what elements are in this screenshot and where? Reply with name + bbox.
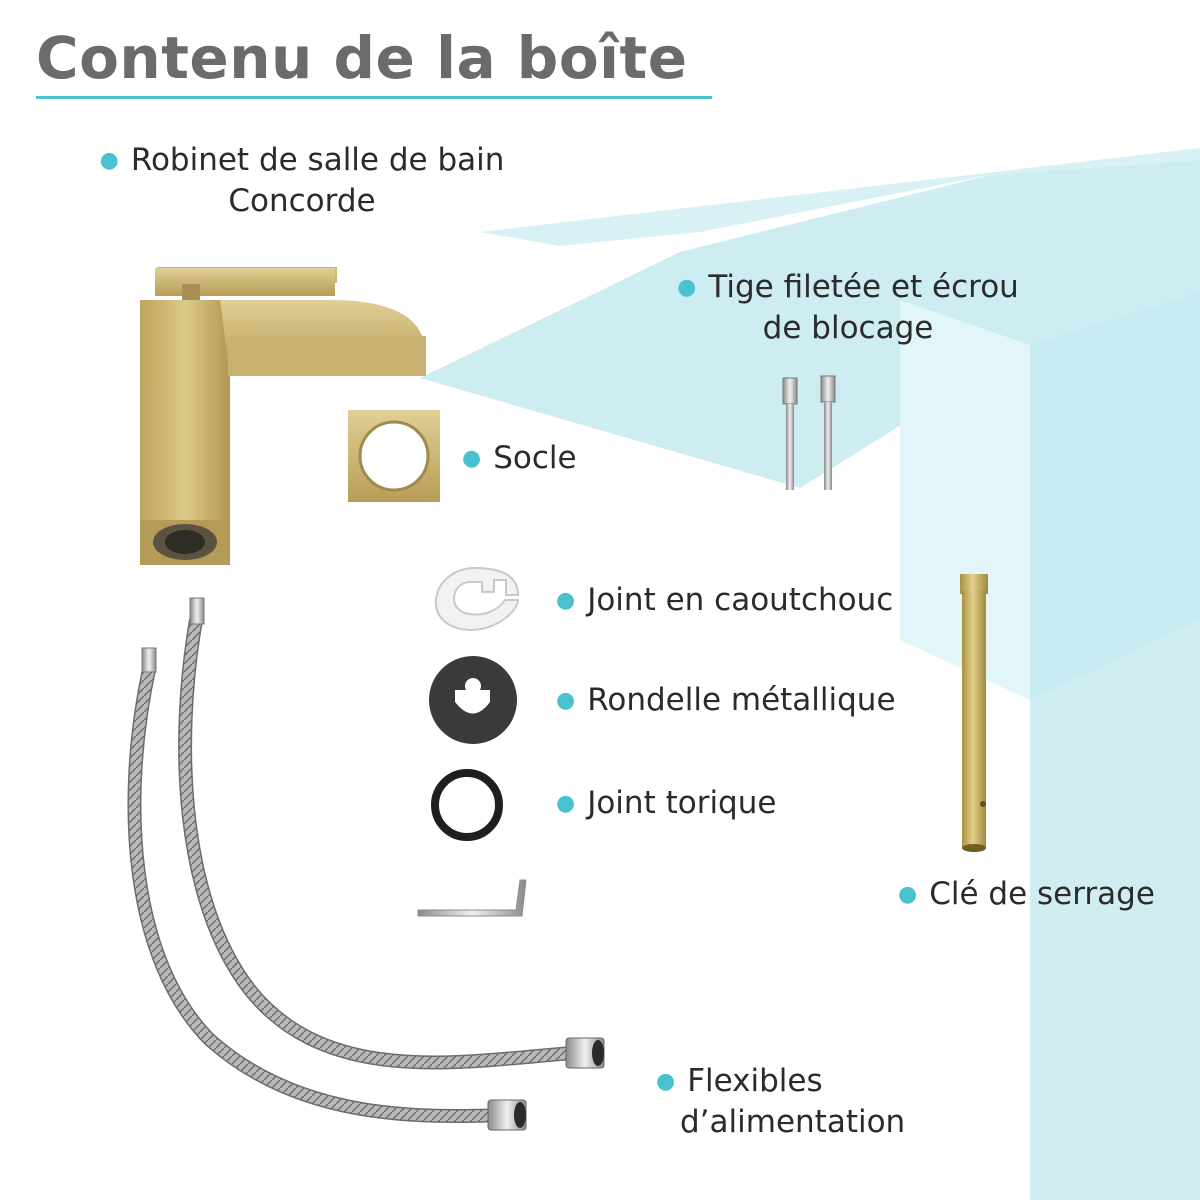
label-socle: ●Socle xyxy=(462,440,577,476)
o-ring-image xyxy=(431,769,503,841)
allen-key-image xyxy=(417,879,527,917)
rubber-gasket-image xyxy=(434,566,520,632)
faucet-image xyxy=(140,267,426,565)
flexible-hoses-image xyxy=(127,597,605,1131)
page-title: Contenu de la boîte xyxy=(36,24,688,92)
label-robinet: ●Robinet de salle de bain Concorde xyxy=(99,142,505,219)
bullet-icon: ● xyxy=(656,1069,676,1094)
label-tige: ●Tige filetée et écrou de blocage xyxy=(677,269,1019,346)
label-rondelle: ●Rondelle métallique xyxy=(556,682,896,718)
bullet-icon: ● xyxy=(556,791,576,816)
bullet-icon: ● xyxy=(556,588,576,613)
label-flexibles: ●Flexibles d’alimentation xyxy=(656,1063,906,1140)
bullet-icon: ● xyxy=(677,275,697,300)
threaded-rods-image xyxy=(782,375,836,490)
title-underline xyxy=(36,96,712,99)
base-plate-image xyxy=(348,410,440,502)
label-cle: ●Clé de serrage xyxy=(898,876,1155,912)
bullet-icon: ● xyxy=(898,882,918,907)
wrench-tube-image xyxy=(960,574,988,852)
bullet-icon: ● xyxy=(99,148,119,173)
label-joint-torique: ●Joint torique xyxy=(556,785,777,821)
bullet-icon: ● xyxy=(462,446,482,471)
label-joint-caoutchouc: ●Joint en caoutchouc xyxy=(556,582,894,618)
bullet-icon: ● xyxy=(556,688,576,713)
metal-washer-image xyxy=(429,656,517,744)
